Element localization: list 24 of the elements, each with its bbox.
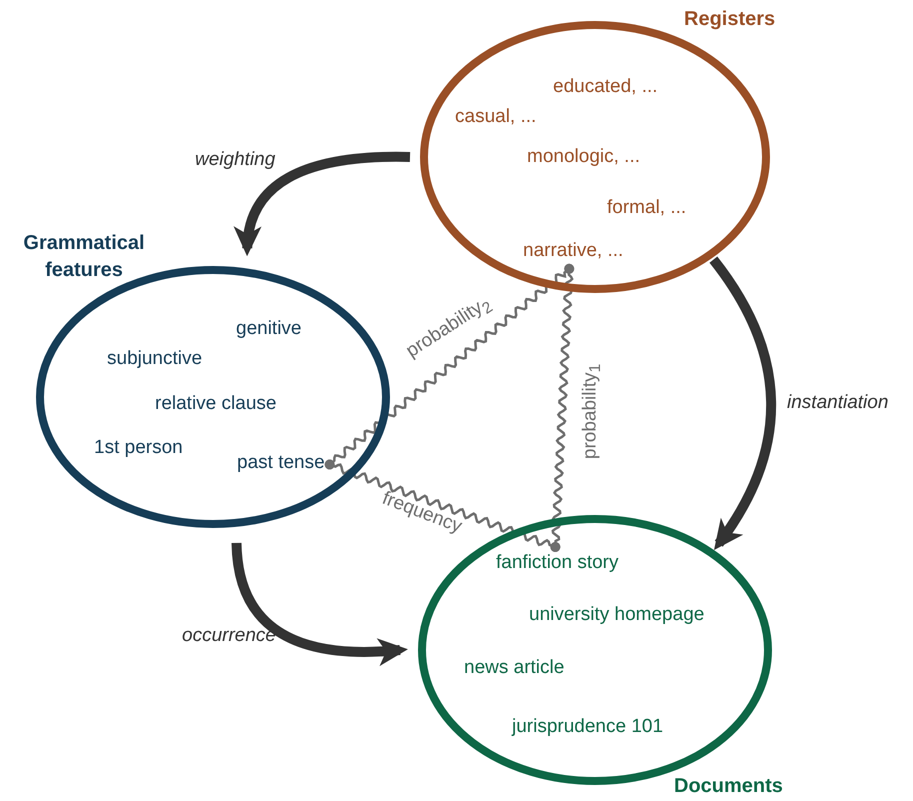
set-heading: Grammatical features bbox=[22, 231, 146, 283]
item-label: 1st person bbox=[94, 437, 183, 460]
item-label: narrative, ... bbox=[523, 240, 624, 263]
curved-arrow bbox=[232, 542, 408, 666]
item-label: genitive bbox=[236, 318, 302, 341]
edge-label: occurrence bbox=[182, 625, 276, 648]
item-label: formal, ... bbox=[607, 197, 686, 220]
item-label: past tense bbox=[237, 452, 325, 475]
edge-label: instantiation bbox=[787, 392, 888, 415]
set-heading: Documents bbox=[674, 774, 783, 799]
edge-label: weighting bbox=[195, 149, 276, 172]
item-label: relative clause bbox=[155, 393, 276, 416]
wavy-connector bbox=[324, 460, 560, 552]
item-label: casual, ... bbox=[455, 106, 536, 129]
item-label: university homepage bbox=[529, 604, 704, 627]
curved-arrow bbox=[235, 152, 410, 256]
set-heading: Registers bbox=[684, 7, 776, 32]
item-label: monologic, ... bbox=[527, 146, 640, 169]
item-label: jurisprudence 101 bbox=[512, 716, 664, 739]
item-label: fanfiction story bbox=[496, 552, 618, 575]
item-label: educated, ... bbox=[553, 76, 658, 99]
curved-arrow bbox=[709, 256, 776, 550]
item-label: news article bbox=[464, 657, 564, 680]
item-label: subjunctive bbox=[107, 348, 202, 371]
